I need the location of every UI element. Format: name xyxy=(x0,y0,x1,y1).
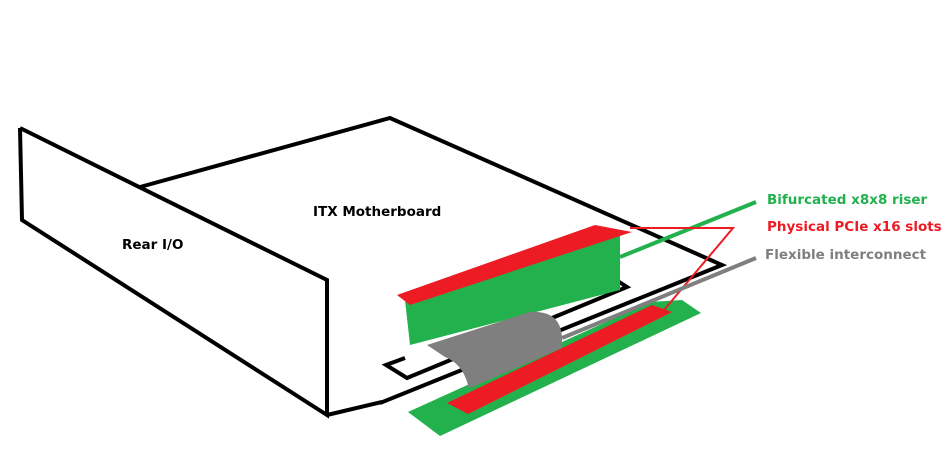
riser-top-slot xyxy=(397,225,632,305)
riser-leader-line xyxy=(619,200,757,259)
motherboard-bottom-edge xyxy=(326,400,383,417)
motherboard-label: ITX Motherboard xyxy=(313,204,442,220)
rear-io-label: Rear I/O xyxy=(122,237,184,253)
motherboard-outline xyxy=(139,115,728,405)
slot-outline xyxy=(381,276,632,381)
rear-panel-outline xyxy=(18,126,329,419)
slots-label: Physical PCIe x16 slots xyxy=(767,219,942,235)
flexible-cable xyxy=(427,311,562,395)
riser-label: Bifurcated x8x8 riser xyxy=(767,192,928,208)
slots-leader-line xyxy=(630,227,736,311)
interconnect-label: Flexible interconnect xyxy=(765,247,927,263)
interconnect-leader-line xyxy=(561,256,757,340)
lower-slot xyxy=(447,305,672,414)
riser-board xyxy=(405,232,620,345)
